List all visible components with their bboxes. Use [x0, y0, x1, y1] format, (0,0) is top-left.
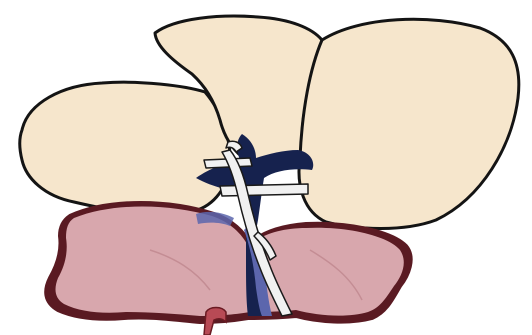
upper-left-lobe	[20, 82, 231, 214]
upper-lobes	[20, 16, 519, 228]
upper-right-lobe	[299, 19, 519, 228]
duct-crossbar-mid	[220, 184, 308, 196]
